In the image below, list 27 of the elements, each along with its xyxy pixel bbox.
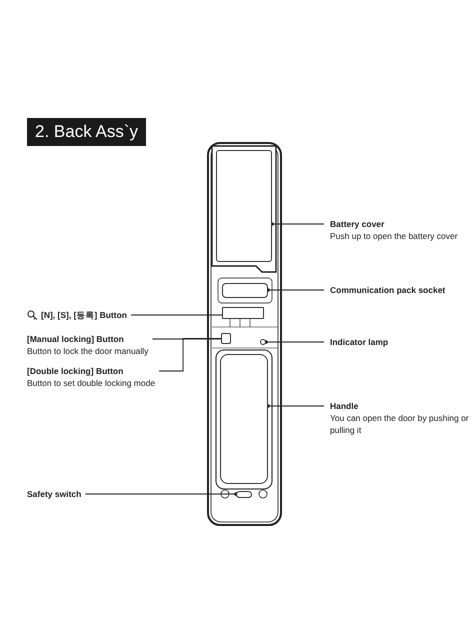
part-name: Safety switch (27, 488, 82, 500)
leader-line (266, 404, 324, 408)
button-panel (222, 307, 264, 319)
leader-line (266, 288, 324, 292)
section-title: 2. Back Ass`y (27, 118, 146, 146)
manual-lock-button (221, 333, 231, 344)
leader-line (270, 222, 324, 226)
leader-line (264, 340, 324, 344)
safety-switch (236, 491, 252, 498)
battery-cover (216, 150, 272, 262)
part-name: [N], [S], [등록] Button (41, 309, 127, 321)
part-description: Button to lock the door manually (27, 345, 148, 357)
part-name: Communication pack socket (330, 284, 446, 296)
communication-socket (222, 283, 268, 298)
part-description: Button to set double locking mode (27, 377, 156, 389)
part-name: Handle (330, 400, 360, 412)
part-name: [Double locking] Button (27, 365, 124, 377)
leader-line (130, 314, 222, 316)
part-name: [Manual locking] Button (27, 333, 125, 345)
leader-line (152, 338, 222, 340)
leader-line (158, 338, 222, 372)
part-name: Indicator lamp (330, 336, 388, 348)
part-description: You can open the door by pushing or pulling it (330, 412, 470, 436)
handle (220, 354, 268, 484)
part-description: Push up to open the battery cover (330, 230, 458, 242)
leader-line (84, 492, 238, 496)
part-name: Battery cover (330, 218, 386, 230)
